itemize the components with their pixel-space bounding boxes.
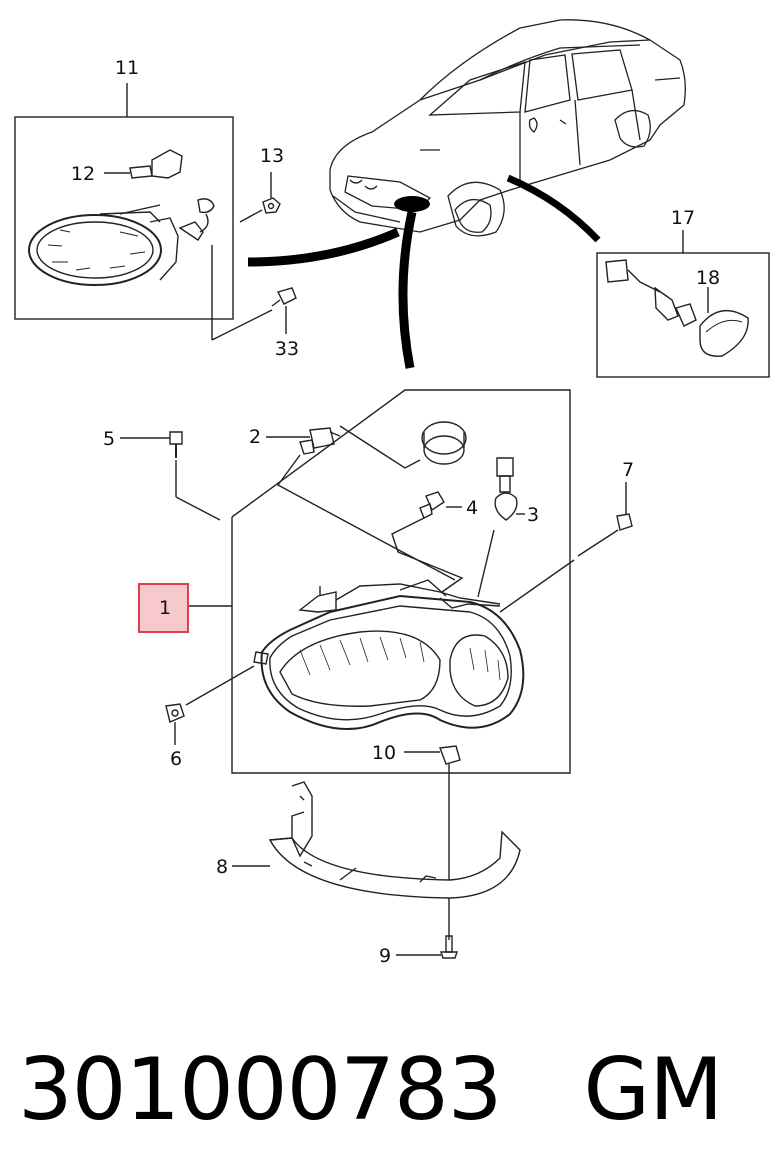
fog-lamp-bulb xyxy=(104,149,183,179)
callout-7[interactable]: 7 xyxy=(622,459,634,481)
nut-7 xyxy=(499,482,633,613)
screw-33 xyxy=(271,287,297,334)
bulb-cover xyxy=(421,421,467,465)
bolt-5 xyxy=(120,431,221,521)
callout-18[interactable]: 18 xyxy=(696,267,720,289)
callout-13[interactable]: 13 xyxy=(260,145,284,167)
callout-1[interactable]: 1 xyxy=(159,597,171,619)
nut-13 xyxy=(239,172,281,223)
callout-6[interactable]: 6 xyxy=(170,748,182,770)
callout-3[interactable]: 3 xyxy=(527,504,539,526)
lower-trim-8 xyxy=(232,781,521,940)
nut-6 xyxy=(165,665,255,745)
side-repeater-box xyxy=(596,230,770,378)
callout-4[interactable]: 4 xyxy=(466,497,478,519)
part-caption: 301000783 GM xyxy=(18,1020,778,1160)
clip-10 xyxy=(404,745,461,880)
callout-5[interactable]: 5 xyxy=(103,428,115,450)
bulb-2 xyxy=(266,427,456,581)
callout-1-highlight[interactable] xyxy=(138,583,189,633)
callout-2[interactable]: 2 xyxy=(249,426,261,448)
car-illustration xyxy=(329,19,686,237)
side-repeater-lamp xyxy=(605,259,749,357)
callout-12[interactable]: 12 xyxy=(71,163,95,185)
callout-9[interactable]: 9 xyxy=(379,945,391,967)
part-number: 301000783 xyxy=(18,1040,502,1140)
headlamp-assembly xyxy=(253,579,525,731)
screw-9 xyxy=(396,935,458,959)
headlamp-box xyxy=(231,389,571,774)
fog-lamp-box xyxy=(14,83,234,320)
callout-33[interactable]: 33 xyxy=(275,338,299,360)
brand-name: GM xyxy=(583,1040,723,1140)
callout-8[interactable]: 8 xyxy=(216,856,228,878)
adjuster-4 xyxy=(391,491,464,593)
callout-11[interactable]: 11 xyxy=(115,57,139,79)
callout-10[interactable]: 10 xyxy=(372,742,396,764)
callout-17[interactable]: 17 xyxy=(671,207,695,229)
bulb-3 xyxy=(477,457,525,598)
fog-lamp-assembly xyxy=(28,198,215,286)
